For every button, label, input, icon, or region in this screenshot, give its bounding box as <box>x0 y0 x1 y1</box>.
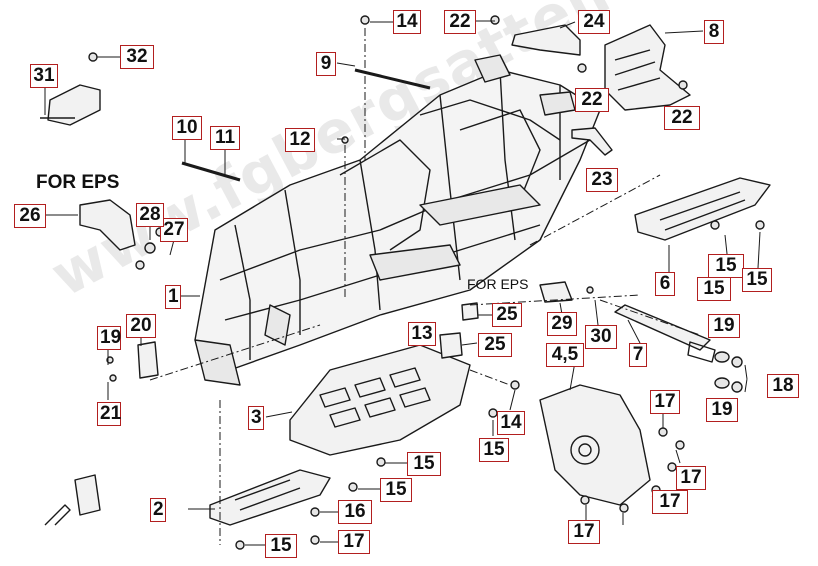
callout-11: 11 <box>210 126 240 150</box>
callout-28: 28 <box>136 203 164 227</box>
callout-14-top: 14 <box>393 10 421 34</box>
callout-32: 32 <box>120 45 154 69</box>
callout-7: 7 <box>629 343 647 367</box>
guard-8 <box>604 24 691 111</box>
callout-15-e: 15 <box>407 452 441 476</box>
callout-3: 3 <box>248 406 264 430</box>
callout-1: 1 <box>165 285 181 309</box>
callout-31: 31 <box>30 64 58 88</box>
flash-symbol <box>44 504 71 526</box>
callout-15-a: 15 <box>708 254 744 278</box>
bolt-18a <box>731 356 743 368</box>
part-29 <box>539 281 573 303</box>
callout-4-5: 4,5 <box>546 343 584 367</box>
callout-24: 24 <box>578 10 610 34</box>
bracket-24 <box>511 24 581 56</box>
callout-8: 8 <box>704 20 724 44</box>
callout-15-d: 15 <box>479 438 509 462</box>
part-20 <box>137 341 159 379</box>
callout-9: 9 <box>316 52 336 76</box>
callout-12: 12 <box>285 128 315 152</box>
frame-assembly <box>194 54 601 386</box>
callout-10: 10 <box>172 116 202 140</box>
callout-15-b: 15 <box>697 277 731 301</box>
callout-22-mid: 22 <box>575 88 609 112</box>
skid-plate-3 <box>289 344 471 456</box>
part-13 <box>439 332 463 359</box>
callout-22-top: 22 <box>444 10 476 34</box>
callout-13: 13 <box>408 322 436 346</box>
callout-22-right: 22 <box>664 106 700 130</box>
part-31 <box>40 84 101 126</box>
callout-25-bottom: 25 <box>478 333 512 357</box>
callout-17-b: 17 <box>676 466 706 490</box>
callout-17-d: 17 <box>568 520 600 544</box>
callout-18: 18 <box>767 374 799 398</box>
washer-19a <box>714 351 730 363</box>
caption-for-eps-mid: FOR EPS <box>467 276 529 292</box>
cover-4-5 <box>539 384 651 506</box>
bolt-18b <box>731 381 743 393</box>
callout-29: 29 <box>547 312 577 336</box>
callout-15-g: 15 <box>265 534 297 558</box>
callout-19-top-right: 19 <box>708 314 740 338</box>
callout-17-e: 17 <box>338 530 370 554</box>
callout-16: 16 <box>338 500 372 524</box>
callout-19-left: 19 <box>97 326 121 350</box>
callout-17-c: 17 <box>652 490 688 514</box>
part-23 <box>571 127 613 156</box>
plate-6 <box>634 177 771 241</box>
callout-2: 2 <box>150 498 166 522</box>
washer-19b <box>714 377 730 389</box>
callout-6: 6 <box>655 272 675 296</box>
plate-2 <box>209 469 331 526</box>
callout-27: 27 <box>160 218 188 242</box>
callout-23: 23 <box>586 168 618 192</box>
callout-20: 20 <box>126 314 156 338</box>
callout-17-a: 17 <box>650 390 680 414</box>
part-25 <box>461 302 479 321</box>
bolt-10 <box>181 161 241 182</box>
callout-15-f: 15 <box>380 478 412 502</box>
callout-21: 21 <box>97 402 121 426</box>
callout-25-top: 25 <box>492 303 522 327</box>
caption-for-eps-top: FOR EPS <box>36 172 120 193</box>
pipe-stub <box>74 474 101 516</box>
callout-14-bottom: 14 <box>497 411 525 435</box>
callout-19-bottom-right: 19 <box>706 398 738 422</box>
callout-15-c: 15 <box>742 268 772 292</box>
callout-30: 30 <box>585 325 617 349</box>
part-26 <box>79 199 136 251</box>
callout-26: 26 <box>14 204 46 228</box>
rod-9 <box>354 68 431 90</box>
